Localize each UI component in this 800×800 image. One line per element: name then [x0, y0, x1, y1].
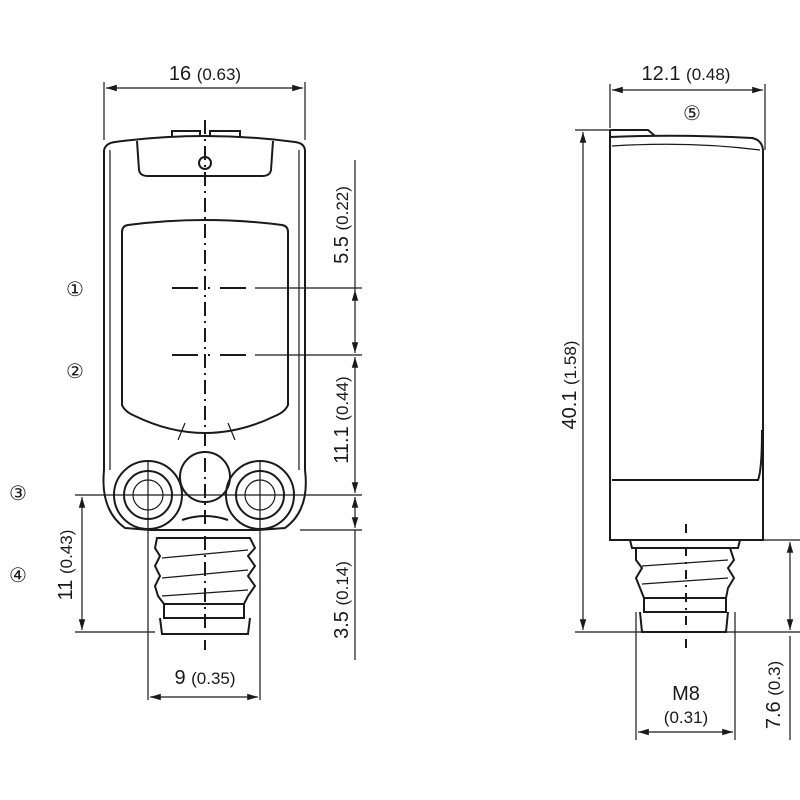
thread-label: M8	[672, 683, 700, 705]
front-view: 16 (0.63) 5.5 (0.22) 11.1 (0.44) 3.5 (0.…	[9, 63, 362, 701]
callout-2: ②	[66, 359, 84, 383]
dim-11-label: 11 (0.43)	[55, 530, 77, 601]
dim-3-5-label: 3.5 (0.14)	[331, 561, 353, 639]
callout-3: ③	[9, 481, 27, 505]
dim-11-1-label: 11.1 (0.44)	[331, 376, 353, 463]
dim-7-6-label: 7.6 (0.3)	[763, 661, 785, 729]
side-width-label: 12.1 (0.48)	[642, 63, 731, 85]
front-width-label: 16 (0.63)	[169, 63, 241, 85]
side-view: 12.1 (0.48) 40.1 (1.58) M8 (0.31) 7.6 (0…	[559, 63, 800, 740]
callout-1: ①	[66, 277, 84, 301]
dim-5-5-label: 5.5 (0.22)	[331, 186, 353, 264]
dim-9-label: 9 (0.35)	[174, 667, 235, 689]
callout-5: ⑤	[683, 101, 701, 125]
thread-inch-label: (0.31)	[664, 708, 708, 727]
callout-4: ④	[9, 563, 27, 587]
side-height-label: 40.1 (1.58)	[559, 341, 581, 430]
